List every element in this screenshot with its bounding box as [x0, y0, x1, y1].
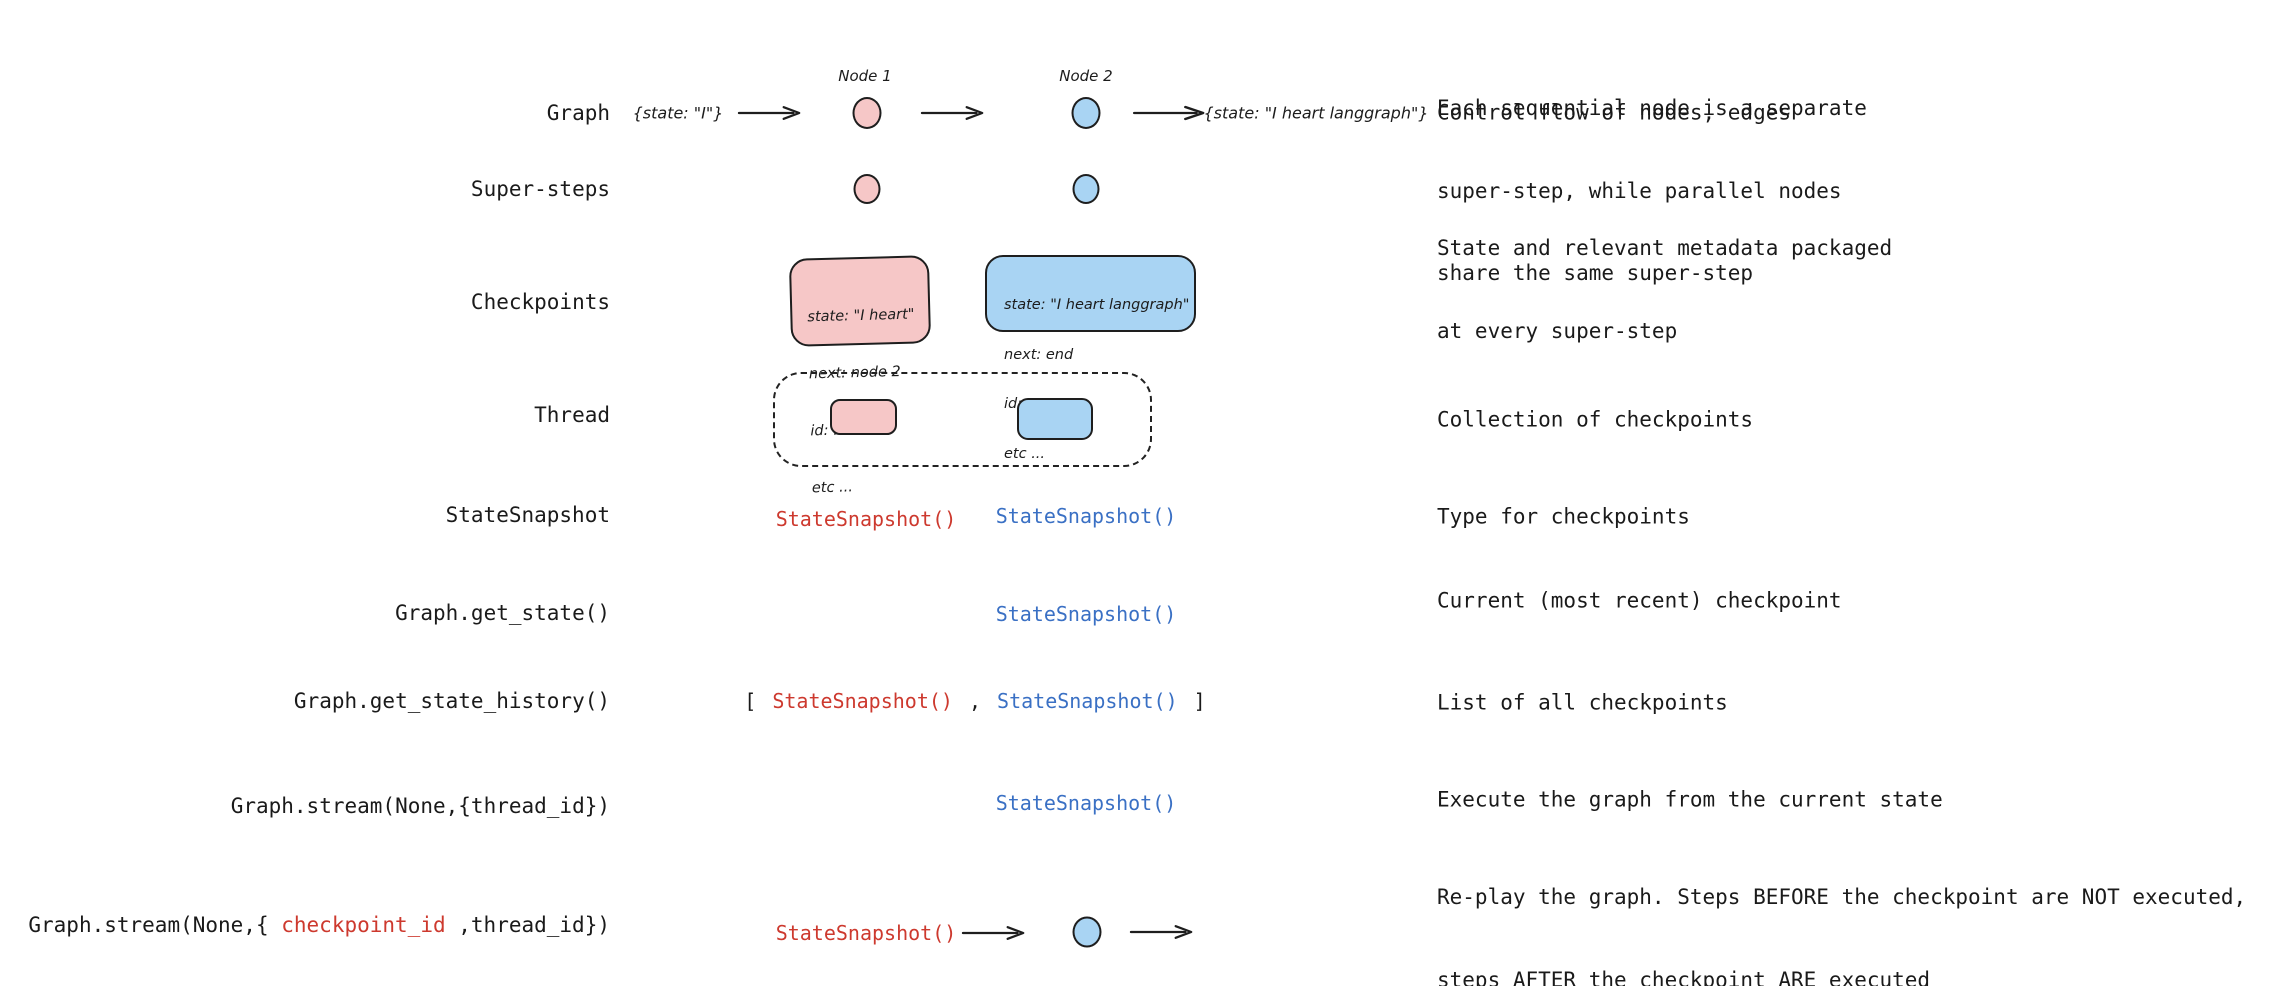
bracket-open: [	[744, 689, 757, 713]
checkpoint-id-highlight: checkpoint_id	[281, 913, 446, 937]
node1-label: Node 1	[838, 67, 892, 85]
checkpoint-box-pink: state: "I heart" next: node 2 id: ... et…	[788, 255, 932, 496]
get-state-result-call: StateSnapshot()	[995, 602, 1177, 626]
desc-thread: Collection of checkpoints	[1437, 407, 1754, 432]
arrow-right-icon	[1129, 923, 1199, 941]
super-step-blue-circle	[1072, 174, 1100, 204]
desc-stream-checkpoint: Re-play the graph. Steps BEFORE the chec…	[1437, 829, 2246, 986]
desc-get-state: Current (most recent) checkpoint	[1437, 588, 1842, 613]
checkpoint-blue-line: next: end	[1004, 346, 1074, 363]
row-label-graph: Graph	[546, 101, 610, 125]
row-label-get-state-history: Graph.get_state_history()	[293, 689, 610, 713]
desc-line: Re-play the graph. Steps BEFORE the chec…	[1437, 885, 2247, 909]
history-call-red: StateSnapshot()	[772, 689, 953, 713]
row-label-stream-thread: Graph.stream(None,{thread_id})	[230, 794, 610, 818]
row-label-thread: Thread	[534, 403, 610, 427]
desc-line: steps AFTER the checkpoint ARE executed	[1437, 967, 1931, 986]
thread-dashed-container	[773, 372, 1152, 467]
statesnapshot-call-red: StateSnapshot()	[775, 507, 957, 531]
stream-checkpoint-prefix: Graph.stream(None,{	[28, 913, 282, 937]
thread-checkpoint-pink	[830, 399, 897, 435]
graph-input-state-text: {state: "I"}	[632, 103, 724, 123]
node1-circle	[852, 97, 882, 129]
replay-node-circle	[1072, 916, 1102, 948]
super-step-pink-circle	[853, 174, 881, 204]
checkpoint-blue-line: etc ...	[1004, 445, 1046, 462]
node2-label: Node 2	[1059, 67, 1113, 85]
checkpoint-pink-line: etc ...	[811, 479, 854, 497]
stream-thread-result-call: StateSnapshot()	[995, 791, 1177, 815]
arrow-right-icon	[920, 104, 990, 122]
arrow-right-icon	[961, 924, 1031, 942]
arrow-right-icon	[737, 104, 807, 122]
history-call-blue: StateSnapshot()	[997, 689, 1178, 713]
desc-line: share the same super-step	[1437, 260, 1754, 285]
bracket-close: ]	[1193, 689, 1206, 713]
desc-line: super-step, while parallel nodes	[1437, 178, 1842, 203]
checkpoint-pink-line: state: "I heart"	[807, 306, 915, 326]
desc-stream-thread: Execute the graph from the current state	[1437, 787, 1943, 812]
desc-statesnapshot: Type for checkpoints	[1437, 504, 1690, 529]
desc-super-steps: Each sequential node is a separate super…	[1437, 40, 1867, 343]
desc-graph: Control flow of nodes, edges	[1437, 100, 1792, 125]
desc-line: Each sequential node is a separate	[1437, 95, 1867, 120]
row-label-super-steps: Super-steps	[470, 177, 610, 201]
row-label-stream-checkpoint: Graph.stream(None,{ checkpoint_id ,threa…	[0, 889, 610, 961]
checkpoint-box-blue: state: "I heart langgraph" next: end id:…	[985, 255, 1196, 462]
desc-get-state-history: List of all checkpoints	[1437, 690, 1728, 715]
thread-checkpoint-blue	[1017, 398, 1093, 440]
desc-checkpoints: State and relevant metadata packaged at …	[1437, 180, 1892, 400]
stream-checkpoint-suffix: ,thread_id})	[445, 913, 610, 937]
desc-line: State and relevant metadata packaged	[1437, 236, 1893, 260]
stream-checkpoint-call-red: StateSnapshot()	[775, 921, 957, 945]
statesnapshot-call-blue: StateSnapshot()	[995, 504, 1177, 528]
graph-output-state-text: {state: "I heart langgraph"}	[1203, 103, 1429, 123]
comma: ,	[968, 689, 982, 713]
checkpoint-blue-line: state: "I heart langgraph"	[1004, 297, 1190, 313]
row-label-checkpoints: Checkpoints	[470, 290, 610, 314]
arrow-right-icon	[1132, 104, 1212, 122]
row-label-get-state: Graph.get_state()	[395, 601, 610, 625]
row-label-statesnapshot: StateSnapshot	[445, 503, 610, 527]
get-state-history-result: [ StateSnapshot() , StateSnapshot() ]	[744, 689, 1205, 713]
desc-line: at every super-step	[1437, 318, 1678, 343]
node2-circle	[1071, 97, 1101, 129]
